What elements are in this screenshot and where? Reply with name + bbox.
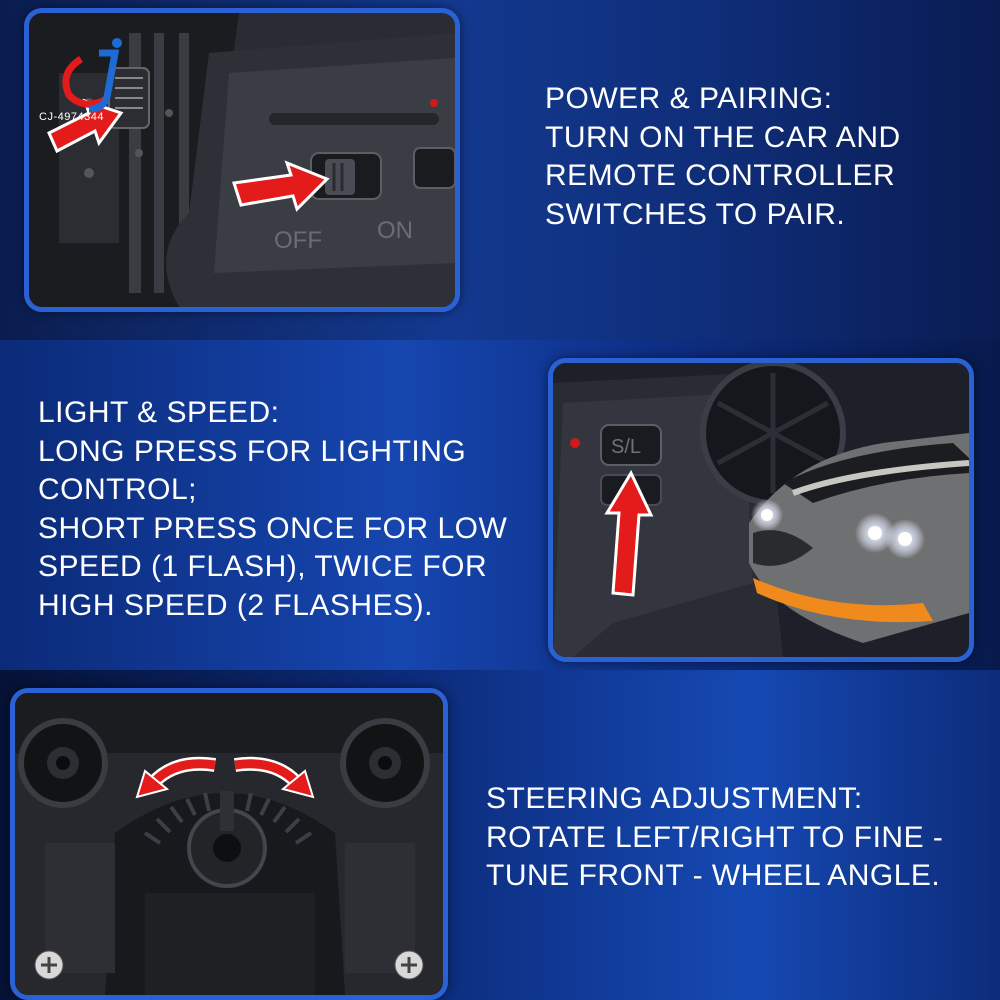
caption-line: HIGH SPEED (2 FLASHES). (38, 588, 433, 622)
light-speed-photo: S/L (548, 358, 974, 662)
caption-line: POWER & PAIRING: (545, 82, 833, 115)
steering-caption: STEERING ADJUSTMENT: ROTATE LEFT/RIGHT T… (486, 780, 943, 896)
arrow-to-button-icon (604, 469, 654, 597)
caption-line: CONTROL; (38, 473, 198, 506)
power-switch-photo: OFF ON CJ-4974344 (24, 8, 460, 312)
arrow-to-switch-icon (232, 160, 330, 212)
caption-line: LONG PRESS FOR LIGHTING (38, 434, 467, 468)
caption-line: TURN ON THE CAR AND (545, 120, 901, 154)
brand-logo-icon (62, 38, 122, 113)
caption-line: TUNE FRONT - WHEEL ANGLE. (486, 859, 941, 892)
sl-button-label: S/L (611, 436, 641, 458)
arrow-to-car-switch-icon (47, 98, 124, 154)
caption-line: REMOTE CONTROLLER (545, 159, 896, 192)
caption-line: SWITCHES TO PAIR. (545, 197, 846, 231)
switch-off-label: OFF (274, 227, 322, 254)
caption-line: LIGHT & SPEED: (38, 396, 280, 429)
power-pairing-caption: POWER & PAIRING: TURN ON THE CAR AND REM… (545, 80, 901, 234)
watermark-code: CJ-4974344 (39, 111, 104, 123)
steering-adjust-photo (10, 688, 448, 1000)
light-speed-caption: LIGHT & SPEED: LONG PRESS FOR LIGHTING C… (38, 394, 507, 625)
caption-line: STEERING ADJUSTMENT: (486, 782, 863, 815)
caption-line: SPEED (1 FLASH), TWICE FOR (38, 550, 488, 583)
caption-line: SHORT PRESS ONCE FOR LOW (38, 511, 508, 545)
caption-line: ROTATE LEFT/RIGHT TO FINE - (486, 820, 944, 854)
switch-on-label: ON (377, 217, 413, 244)
